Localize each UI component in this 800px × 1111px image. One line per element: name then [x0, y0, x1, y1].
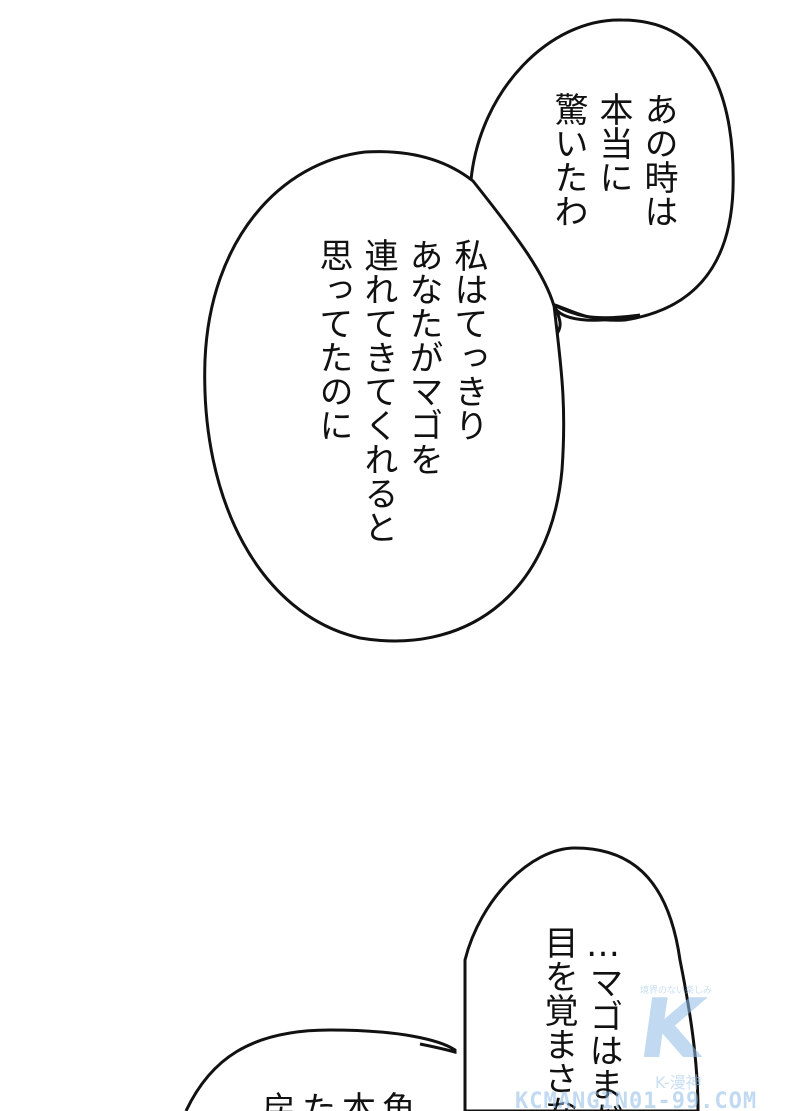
speech-bubble-1-text: あの時は 本当に 驚いたわ	[545, 92, 680, 228]
bubble-2-line-4: 思ってたのに	[313, 238, 353, 442]
speech-bubble-4-text: 戻た本魚	[262, 1090, 422, 1111]
speech-bubble-4-outline	[184, 1028, 457, 1111]
speech-bubble-1-outline	[469, 18, 735, 336]
bubble-1-line-2: 本当に	[593, 92, 633, 194]
bubble-1-line-1: あの時は	[638, 92, 678, 228]
speech-bubble-2-text: 私はてっきり あなたがマゴを 連れてきてくれると 思ってたのに	[310, 238, 490, 544]
speech-bubble-3-outline	[463, 846, 700, 1111]
bubble-2-line-1: 私はてっきり	[448, 238, 488, 442]
bubble-3-line-2: 目を覚まさな	[538, 925, 578, 1111]
speech-bubble-2-outline	[203, 150, 641, 643]
bubble-1-line-3: 驚いたわ	[548, 92, 588, 228]
bubble-2-line-2: あなたがマゴを	[403, 238, 443, 476]
speech-bubble-3-text: …マゴはまだ 目を覚まさな	[535, 925, 625, 1111]
bubble-2-line-3: 連れてきてくれると	[358, 238, 398, 544]
bubble-3-line-1: …マゴはまだ	[583, 925, 623, 1111]
